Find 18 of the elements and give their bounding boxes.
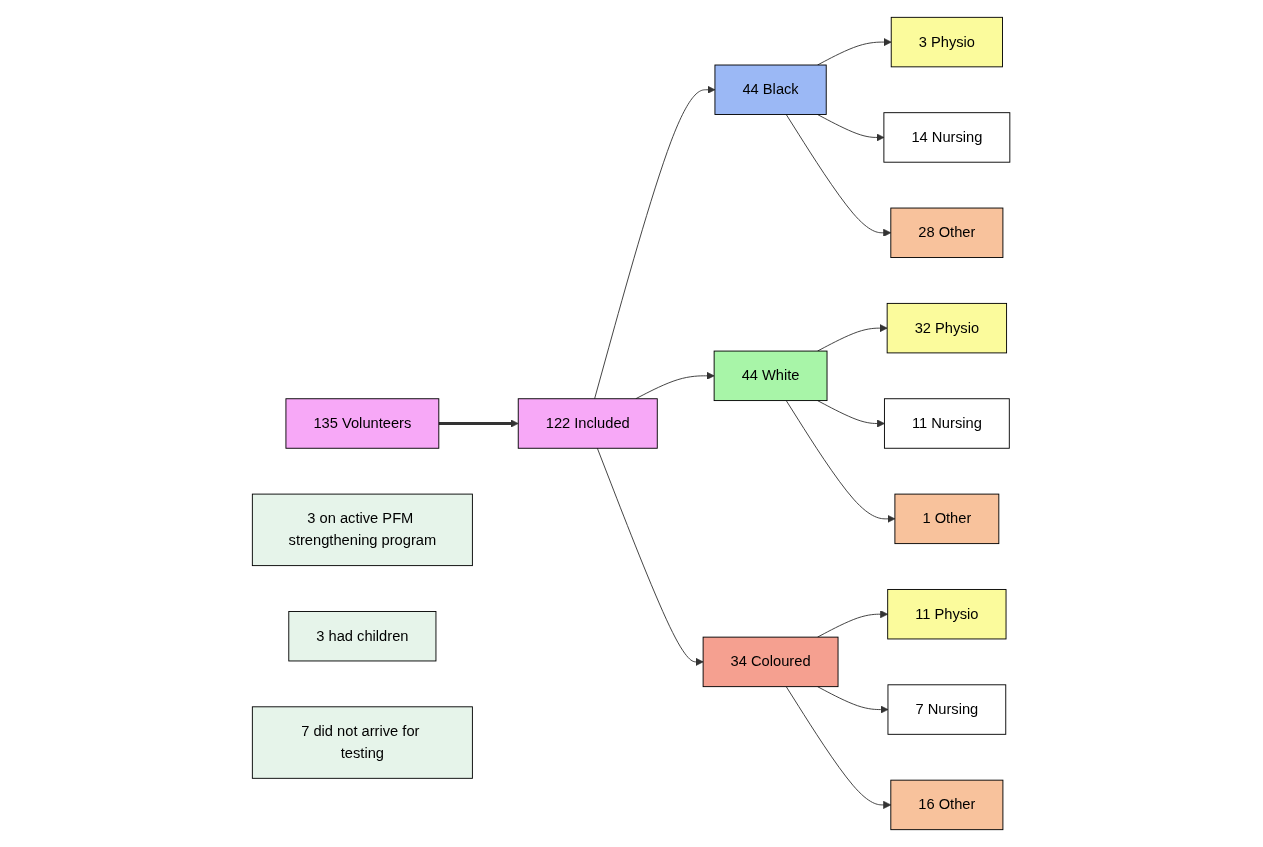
node-box: 7 did not arrive for testing bbox=[252, 706, 474, 779]
arrow bbox=[439, 419, 519, 428]
node-box: 44 Black bbox=[714, 64, 828, 115]
node-box: 11 Nursing bbox=[884, 398, 1011, 449]
node-box: 44 White bbox=[714, 350, 828, 402]
node-box: 16 Other bbox=[890, 779, 1004, 831]
node-box: 14 Nursing bbox=[883, 112, 1011, 163]
node-box: 135 Volunteers bbox=[285, 398, 440, 449]
node-box: 28 Other bbox=[890, 207, 1004, 258]
node-box: 3 Physio bbox=[891, 16, 1004, 68]
node-box: 11 Physio bbox=[887, 589, 1007, 640]
node-box: 34 Coloured bbox=[703, 636, 839, 688]
node-box: 1 Other bbox=[894, 493, 1000, 545]
node-box: 3 had children bbox=[288, 611, 437, 662]
node-box: 32 Physio bbox=[887, 302, 1008, 354]
node-box: 7 Nursing bbox=[887, 684, 1007, 735]
node-box: 122 Included bbox=[518, 398, 659, 449]
node-box: 3 on active PFM strengthening program bbox=[252, 493, 474, 567]
